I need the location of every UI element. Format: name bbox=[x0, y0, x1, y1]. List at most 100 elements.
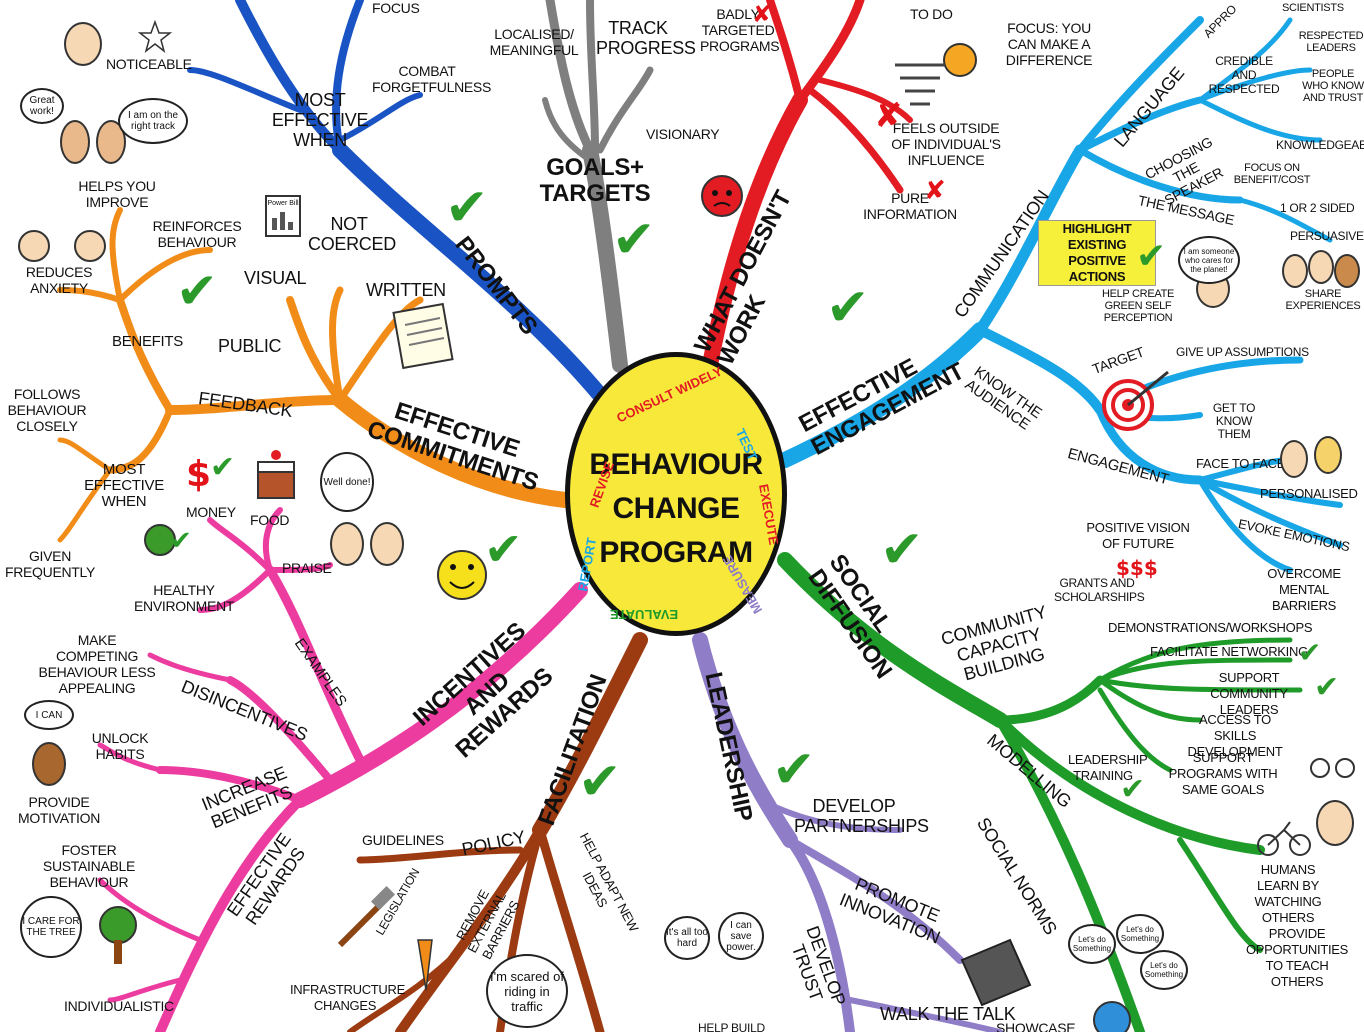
social-networking: FACILITATE NETWORKING bbox=[1150, 644, 1308, 659]
checkmark-icon: ✔ bbox=[880, 520, 924, 580]
speech-bubble: Let's do Something bbox=[1140, 950, 1188, 990]
sun-icon bbox=[943, 43, 977, 77]
speech-bubble: Let's do Something bbox=[1116, 914, 1164, 954]
checkmark-icon: ✔ bbox=[1298, 636, 1322, 669]
social-leadership-training: LEADERSHIP TRAINING bbox=[1068, 752, 1148, 783]
engagement-give-up: GIVE UP ASSUMPTIONS bbox=[1176, 345, 1309, 359]
social-demos: DEMONSTRATIONS/WORKSHOPS bbox=[1108, 620, 1313, 635]
engagement-positive-vision: POSITIVE VISION OF FUTURE bbox=[1086, 520, 1190, 551]
checkmark-icon: ✔ bbox=[484, 522, 523, 576]
speech-bubble: I am on the right track bbox=[118, 98, 188, 144]
dollar-icon: $ bbox=[186, 454, 212, 495]
leadership-showcase: SHOWCASE bbox=[996, 1020, 1076, 1032]
incentives-given: GIVEN FREQUENTLY bbox=[4, 548, 96, 580]
engagement-people-trust: PEOPLE WHO KNOW AND TRUST bbox=[1302, 68, 1364, 104]
commitments-visual: VISUAL bbox=[244, 268, 307, 288]
face-icon bbox=[370, 522, 404, 566]
engagement-help-create: HELP CREATE GREEN SELF PERCEPTION bbox=[1101, 288, 1175, 324]
speech-bubble: Well done! bbox=[320, 452, 374, 512]
commitments-reduces: REDUCES ANXIETY bbox=[25, 264, 93, 296]
power-bill-label: Power Bill bbox=[267, 199, 299, 207]
facilitation-infrastructure: INFRASTRUCTURE CHANGES bbox=[290, 982, 405, 1013]
engagement-focus-benefit: FOCUS ON BENEFIT/COST bbox=[1233, 162, 1311, 186]
branch-goals: GOALS+ TARGETS bbox=[539, 154, 651, 207]
speech-bubble: I am someone who cares for the planet! bbox=[1178, 236, 1240, 284]
incentives-provide-motivation: PROVIDE MOTIVATION bbox=[17, 794, 101, 826]
engagement-overcome: OVERCOME MENTAL BARRIERS bbox=[1267, 566, 1341, 613]
dollar-icon: $$$ bbox=[1116, 556, 1158, 580]
social-provide-opps: PROVIDE OPPORTUNITIES TO TEACH OTHERS bbox=[1245, 926, 1349, 989]
checkmark-icon: ✔ bbox=[210, 450, 236, 485]
incentives-praise: PRAISE bbox=[282, 560, 332, 576]
engagement-highlight: HIGHLIGHT EXISTING POSITIVE ACTIONS bbox=[1038, 220, 1156, 286]
incentives-food: FOOD bbox=[250, 512, 290, 528]
face-icon bbox=[1280, 440, 1308, 478]
face-icon bbox=[1282, 254, 1308, 288]
cycle-evaluate: EVALUATE bbox=[610, 607, 679, 622]
goals-localised: LOCALISED/ MEANINGFUL bbox=[489, 26, 579, 58]
star-icon bbox=[137, 19, 173, 53]
speech-bubble: Great work! bbox=[20, 88, 64, 124]
engagement-focus-you: FOCUS: YOU CAN MAKE A DIFFERENCE bbox=[1005, 20, 1093, 68]
doesnt-feels: FEELS OUTSIDE OF INDIVIDUAL'S INFLUENCE bbox=[891, 120, 1001, 168]
face-icon bbox=[1316, 800, 1354, 846]
cross-icon: ✘ bbox=[752, 0, 773, 28]
speech-bubble: It's all too hard bbox=[664, 916, 710, 960]
bicycle-icon bbox=[1257, 758, 1355, 856]
social-humans-learn: HUMANS LEARN BY WATCHING OTHERS bbox=[1254, 862, 1322, 925]
face-icon bbox=[60, 120, 90, 164]
social-grants: GRANTS AND SCHOLARSHIPS bbox=[1054, 576, 1145, 604]
globe-icon bbox=[1093, 1001, 1131, 1032]
face-icon bbox=[1314, 436, 1342, 474]
incentives-follows: FOLLOWS BEHAVIOUR CLOSELY bbox=[7, 386, 87, 434]
doesnt-pure: PURE INFORMATION bbox=[863, 190, 957, 222]
checkmark-icon: ✔ bbox=[1120, 772, 1146, 807]
commitments-not-coerced: NOT COERCED bbox=[308, 214, 396, 254]
goals-track: TRACK PROGRESS bbox=[596, 18, 696, 58]
face-icon bbox=[64, 22, 102, 66]
engagement-1or2: 1 OR 2 SIDED bbox=[1280, 201, 1355, 215]
engagement-persuasive: PERSUASIVE bbox=[1290, 229, 1364, 243]
incentives-make-competing: MAKE COMPETING BEHAVIOUR LESS APPEALING bbox=[38, 632, 156, 696]
prompts-combat: COMBAT FORGETFULNESS bbox=[372, 63, 492, 95]
leadership-develop-partnerships: DEVELOP PARTNERSHIPS bbox=[794, 796, 929, 836]
commitments-public: PUBLIC bbox=[218, 336, 282, 356]
speech-bubble: I CARE FOR THE TREE bbox=[20, 896, 82, 958]
commitments-helps-improve: HELPS YOU IMPROVE bbox=[78, 178, 156, 210]
social-support-programs: SUPPORT PROGRAMS WITH SAME GOALS bbox=[1168, 750, 1278, 797]
cycle-consult: CONSULT WIDELY bbox=[614, 363, 725, 426]
goals-visionary: VISIONARY bbox=[646, 126, 720, 142]
cross-icon: ✘ bbox=[924, 176, 946, 206]
center-circle: BEHAVIOUR CHANGE PROGRAM CONSULT WIDELY … bbox=[565, 352, 787, 636]
doesnt-badly: BADLY TARGETED PROGRAMS bbox=[700, 6, 780, 54]
engagement-face-to-face: FACE TO FACE bbox=[1196, 456, 1286, 471]
smiley-icon bbox=[437, 550, 487, 600]
tree-icon bbox=[99, 524, 176, 964]
commitments-reinforces: REINFORCES BEHAVIOUR bbox=[152, 218, 242, 250]
speech-bubble: I CAN bbox=[24, 700, 74, 730]
face-icon bbox=[1308, 250, 1334, 284]
center-title: BEHAVIOUR CHANGE PROGRAM bbox=[589, 448, 763, 569]
face-icon bbox=[74, 230, 106, 262]
face-icon bbox=[32, 742, 66, 786]
prompts-most-effective: MOST EFFECTIVE WHEN bbox=[271, 90, 369, 150]
engagement-share: SHARE EXPERIENCES bbox=[1285, 288, 1361, 312]
checkmark-icon: ✔ bbox=[772, 740, 816, 800]
face-icon bbox=[1334, 254, 1360, 288]
speech-bubble: Let's do Something bbox=[1068, 924, 1116, 964]
incentives-unlock: UNLOCK HABITS bbox=[91, 730, 149, 762]
doesnt-to-do: TO DO bbox=[910, 6, 953, 22]
leadership-walk: WALK THE TALK bbox=[880, 1004, 1016, 1024]
carrot-icon bbox=[417, 939, 433, 991]
incentives-money: MONEY bbox=[186, 504, 236, 520]
checkmark-icon: ✔ bbox=[612, 210, 656, 270]
tornado-icon bbox=[895, 63, 945, 106]
cross-icon: ✘ bbox=[874, 96, 903, 136]
checkmark-icon: ✔ bbox=[1314, 670, 1340, 705]
face-icon bbox=[18, 230, 50, 262]
prompts-noticeable: NOTICEABLE bbox=[106, 56, 192, 72]
engagement-get-to-know: GET TO KNOW THEM bbox=[1212, 401, 1256, 441]
incentives-individualistic: INDIVIDUALISTIC bbox=[64, 998, 174, 1014]
